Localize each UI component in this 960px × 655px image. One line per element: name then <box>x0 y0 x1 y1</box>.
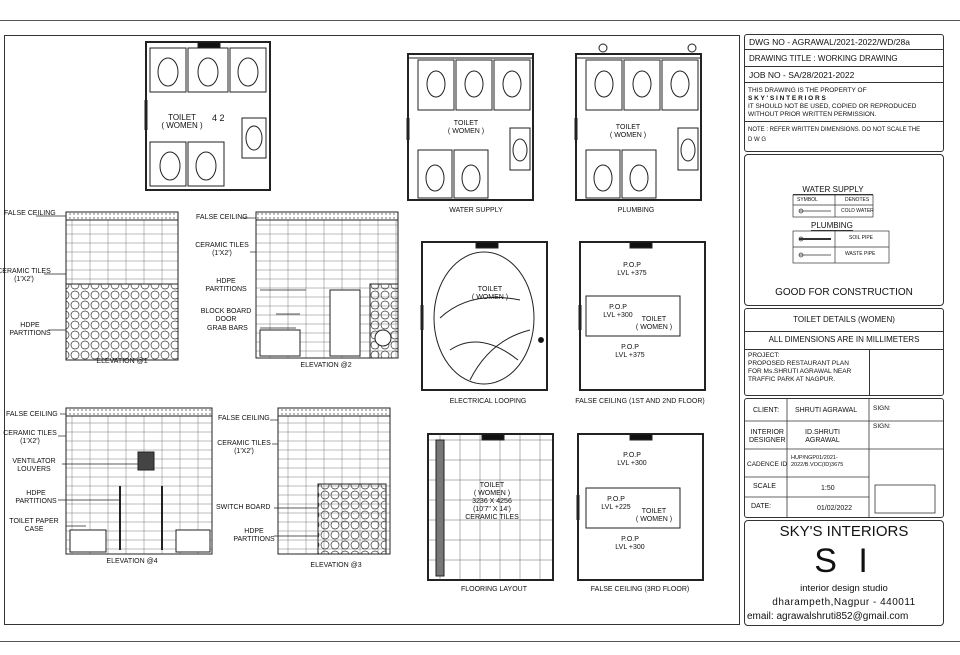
fc3-pop-bottom: P.O.P LVL +300 <box>615 536 645 551</box>
plan-toilet-women <box>144 41 271 191</box>
plan-flooring <box>427 433 554 581</box>
fc3-pop-top: P.O.P LVL +300 <box>617 452 647 467</box>
e3-label: HDPE PARTITIONS <box>233 528 275 543</box>
plan-false-ceiling-1 <box>578 241 706 391</box>
scale-note-2: D W G <box>748 137 766 143</box>
e3-caption: ELEVATION @3 <box>310 562 362 569</box>
e1-label: FALSE CEILING <box>4 210 56 217</box>
dwg-number: DWG NO - AGRAWAL/2021-2022/WD/28a <box>745 35 943 50</box>
drawing-sheet <box>0 20 960 642</box>
fc1-pop-bottom: P.O.P LVL +375 <box>615 344 645 359</box>
scale-label: SCALE <box>753 483 776 490</box>
fc3-toilet: TOILET ( WOMEN ) <box>635 508 673 523</box>
info-table: CLIENT: SHRUTI AGRAWAL SIGN: INTERIOR DE… <box>744 398 944 518</box>
status-stamp: GOOD FOR CONSTRUCTION <box>775 287 913 298</box>
date-label: DATE: <box>751 503 772 510</box>
details-panel: TOILET DETAILS (WOMEN) ALL DIMENSIONS AR… <box>744 308 944 396</box>
e3-label: SWITCH BOARD <box>216 504 271 511</box>
fc1-pop-mid: P.O.P LVL +300 <box>603 304 633 319</box>
legend-symbol: SYMBOL <box>797 197 818 203</box>
electrical-caption: ELECTRICAL LOOPING <box>449 398 527 405</box>
legend-plumbing: PLUMBING <box>811 221 853 231</box>
plumbing-caption: PLUMBING <box>617 207 655 214</box>
firm-tagline: interior design studio <box>800 583 888 594</box>
firm-name: SKY'S INTERIORS <box>779 523 909 540</box>
legend-waste-pipe: WASTE PIPE <box>845 251 876 257</box>
property-line: S K Y ' S I N T E R I O R S <box>748 95 826 102</box>
sheet-title: TOILET DETAILS (WOMEN) <box>745 309 943 332</box>
plan-plumbing <box>574 43 702 201</box>
legend-symbols <box>792 194 890 264</box>
elevation-2 <box>255 211 399 359</box>
room-number-tag: 4 2 <box>212 113 225 123</box>
project-description: PROJECT: PROPOSED RESTAURANT PLAN FOR Ms… <box>748 352 852 383</box>
legend-denotes: DENOTES <box>845 197 870 203</box>
elevation-3 <box>277 407 391 555</box>
e3-label: FALSE CEILING <box>218 415 270 422</box>
elevation-1 <box>65 211 179 361</box>
plan-electrical <box>420 241 548 391</box>
property-line: WITHOUT PRIOR WRITTEN PERMISSION. <box>748 111 877 118</box>
legend-water-supply: WATER SUPPLY <box>793 185 873 195</box>
elevation-4 <box>65 407 213 555</box>
scale-value: 1:50 <box>821 485 835 492</box>
property-line: THIS DRAWING IS THE PROPERTY OF <box>748 87 867 94</box>
legend-panel: WATER SUPPLY SYMBOL DENOTES COLD WATER P… <box>744 154 944 306</box>
property-line: IT SHOULD NOT BE USED, COPIED OR REPRODU… <box>748 103 917 110</box>
e2-label: GRAB BARS <box>207 325 248 332</box>
e2-label: FALSE CEILING <box>196 214 248 221</box>
client-name: SHRUTI AGRAWAL <box>795 407 858 414</box>
date-value: 01/02/2022 <box>817 505 853 512</box>
job-number: JOB NO - SA/28/2021-2022 <box>745 67 943 83</box>
e2-label: CERAMIC TILES (1'X2') <box>195 242 249 257</box>
e2-label: HDPE PARTITIONS <box>205 278 247 293</box>
flooring-caption: FLOORING LAYOUT <box>461 586 527 593</box>
e1-caption: ELEVATION @1 <box>96 358 148 365</box>
client-label: CLIENT: <box>753 407 780 414</box>
designer-name: ID.SHRUTI AGRAWAL <box>805 429 840 444</box>
sign-label-2: SIGN: <box>873 423 891 430</box>
e2-label: BLOCK BOARD DOOR <box>200 308 252 323</box>
e2-caption: ELEVATION @2 <box>300 362 352 369</box>
title-block-header: DWG NO - AGRAWAL/2021-2022/WD/28a DRAWIN… <box>744 34 944 152</box>
fc1-pop-top: P.O.P LVL +375 <box>617 262 647 277</box>
legend-soil-pipe: SOIL PIPE <box>849 235 873 241</box>
scale-note: NOTE : REFER WRITTEN DIMENSIONS. DO NOT … <box>748 127 921 133</box>
cadence-id: HUP/NGP01/2021- 2022/B.VOC(ID)3675 <box>791 455 844 468</box>
e1-label: HDPE PARTITIONS <box>9 322 51 337</box>
designer-label: INTERIOR DESIGNER <box>749 429 786 444</box>
plan-false-ceiling-3 <box>576 433 704 581</box>
e4-label: FALSE CEILING <box>6 411 58 418</box>
firm-panel: SKY'S INTERIORS S I interior design stud… <box>744 520 944 626</box>
e4-label: TOILET PAPER CASE <box>9 518 59 533</box>
legend-cold-water: COLD WATER <box>841 208 874 214</box>
water-supply-caption: WATER SUPPLY <box>449 207 503 214</box>
e4-caption: ELEVATION @4 <box>106 558 158 565</box>
water-supply-room-name: TOILET ( WOMEN ) <box>447 120 485 135</box>
fc1-caption: FALSE CEILING (1ST AND 2ND FLOOR) <box>575 398 705 405</box>
e4-label: HDPE PARTITIONS <box>15 490 57 505</box>
fc1-toilet: TOILET ( WOMEN ) <box>635 316 673 331</box>
sign-label: SIGN: <box>873 405 891 412</box>
plumbing-room-name: TOILET ( WOMEN ) <box>609 124 647 139</box>
e4-label: VENTILATOR LOUVERS <box>12 458 56 473</box>
firm-logo: S I <box>814 542 874 580</box>
fc3-caption: FALSE CEILING (3RD FLOOR) <box>590 586 690 593</box>
plan-water-supply <box>406 53 534 201</box>
cadence-label: CADENCE ID <box>747 461 788 468</box>
firm-email: email: agrawalshruti852@gmail.com <box>747 611 909 622</box>
e1-label: CERAMIC TILES (1'X2') <box>0 268 51 283</box>
plan-room-name: TOILET ( WOMEN ) <box>161 113 203 130</box>
firm-address: dharampeth,Nagpur - 440011 <box>772 597 916 608</box>
info-table-grid <box>745 399 943 517</box>
fc3-pop-mid: P.O.P LVL +225 <box>601 496 631 511</box>
e3-label: CERAMIC TILES (1'X2') <box>217 440 271 455</box>
flooring-text: TOILET ( WOMEN ) 3236 X 4256 (10'7" X 14… <box>465 482 519 521</box>
electrical-room-name: TOILET ( WOMEN ) <box>471 286 509 301</box>
e4-label: CERAMIC TILES (1'X2') <box>3 430 57 445</box>
drawing-title: DRAWING TITLE : WORKING DRAWING <box>745 50 943 67</box>
drawing-frame <box>4 35 740 625</box>
dimensions-note: ALL DIMENSIONS ARE IN MILLIMETERS <box>745 331 943 350</box>
